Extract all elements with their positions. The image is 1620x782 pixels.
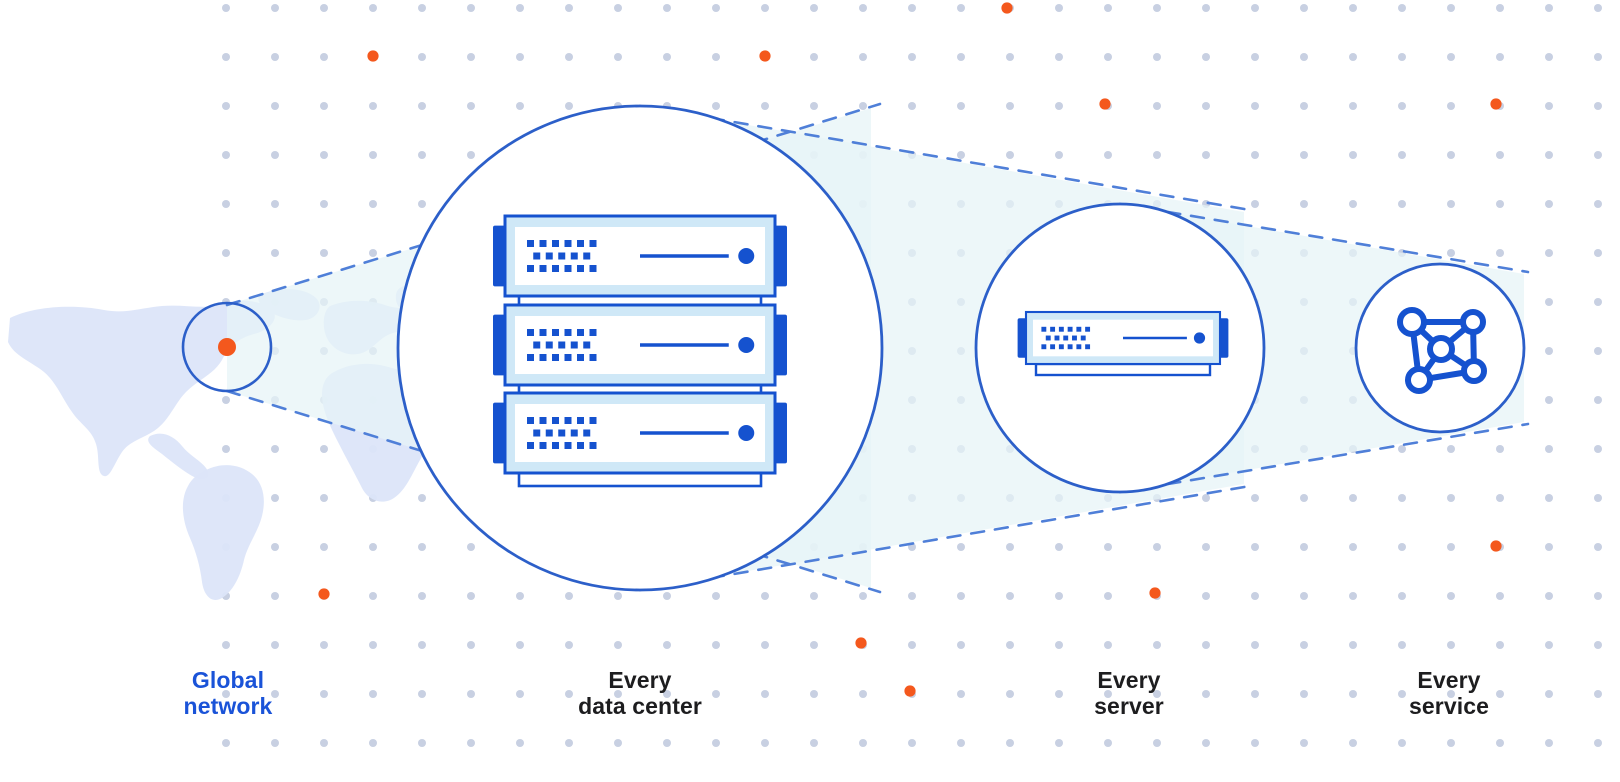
vent-cell — [545, 429, 553, 437]
vent-cell — [583, 341, 591, 349]
stage-label-every-data-center: Every data center — [578, 667, 702, 719]
rack-unit-1-indicator-dot — [738, 248, 755, 264]
vent-cell — [589, 417, 597, 424]
vent-cell — [545, 252, 553, 260]
vent-cell — [1076, 344, 1082, 350]
vent-cell — [527, 240, 534, 247]
vent-cell — [539, 265, 547, 272]
vent-cell — [527, 417, 534, 424]
vent-cell — [558, 429, 566, 437]
network-node-bottom-left — [1405, 366, 1433, 394]
vent-cell — [1054, 335, 1060, 341]
rack-unit-3-indicator-dot — [738, 425, 755, 441]
vent-cell — [564, 442, 572, 449]
vent-cell — [589, 442, 597, 449]
vent-cell — [1067, 326, 1073, 332]
vent-cell — [564, 354, 572, 361]
vent-cell — [589, 329, 597, 336]
vent-cell — [527, 329, 534, 336]
map-region-lens — [181, 301, 273, 393]
vent-cell — [1058, 344, 1064, 350]
map-landmass-0 — [8, 300, 275, 477]
vent-cell — [545, 341, 553, 349]
vent-cell — [533, 429, 541, 437]
vent-cell — [1080, 335, 1086, 341]
vent-cell — [552, 240, 559, 247]
vent-cell — [589, 354, 597, 361]
vent-cell — [1058, 326, 1064, 332]
vent-cell — [564, 265, 572, 272]
dashed-connector-4 — [1118, 202, 1530, 274]
vent-cell — [552, 329, 559, 336]
vent-cell — [1085, 344, 1091, 350]
vent-cell — [577, 240, 584, 247]
vent-cell — [1085, 326, 1091, 332]
vent-cell — [1067, 344, 1073, 350]
vent-cell — [564, 417, 572, 424]
vent-cell — [1050, 326, 1056, 332]
single-server-side-tab-left — [1017, 318, 1028, 358]
vent-cell — [564, 329, 572, 336]
vent-cell — [564, 240, 572, 247]
single-server-indicator-dot — [1193, 332, 1206, 344]
dashed-connector-5 — [1118, 422, 1530, 494]
vent-cell — [570, 252, 578, 260]
vent-cell — [558, 252, 566, 260]
network-node-top-right — [1460, 309, 1486, 335]
vent-cell — [577, 442, 584, 449]
vent-cell — [1072, 335, 1077, 341]
vent-cell — [1045, 335, 1051, 341]
vent-cell — [577, 417, 584, 424]
stage-label-global-network: Global network — [183, 667, 273, 719]
vent-cell — [533, 341, 541, 349]
vent-cell — [1041, 344, 1047, 350]
single-server-icon — [1017, 310, 1229, 377]
stage-label-every-server: Every server — [1094, 667, 1164, 719]
stage-label-every-service: Every service — [1409, 667, 1489, 719]
vent-cell — [552, 417, 559, 424]
vent-cell — [539, 442, 547, 449]
single-server-rail — [1034, 362, 1212, 377]
vent-cell — [1063, 335, 1069, 341]
network-node-center — [1427, 335, 1455, 363]
vent-cell — [577, 329, 584, 336]
vent-cell — [589, 240, 597, 247]
vent-cell — [533, 252, 541, 260]
vent-cell — [583, 429, 591, 437]
vent-cell — [552, 265, 559, 272]
dashed-connector-3 — [638, 484, 1252, 592]
single-server-side-tab-right — [1218, 318, 1229, 358]
network-node-bottom-right — [1461, 358, 1487, 384]
vent-cell — [583, 252, 591, 260]
vent-cell — [539, 417, 547, 424]
rack-rail-2 — [517, 471, 763, 488]
vent-cell — [558, 341, 566, 349]
vent-cell — [570, 429, 578, 437]
vent-cell — [589, 265, 597, 272]
vent-cell — [539, 329, 547, 336]
vent-cell — [527, 354, 534, 361]
vent-cell — [1076, 326, 1082, 332]
vent-cell — [539, 354, 547, 361]
map-landmass-2 — [182, 465, 264, 601]
vent-cell — [552, 442, 559, 449]
vent-cell — [552, 354, 559, 361]
network-graph-icon — [1397, 307, 1487, 394]
vent-cell — [577, 354, 584, 361]
network-node-top-left — [1397, 307, 1427, 337]
vent-cell — [539, 240, 547, 247]
server-rack-icon — [493, 214, 787, 488]
vent-cell — [1050, 344, 1056, 350]
vent-cell — [1041, 326, 1047, 332]
rack-unit-2-indicator-dot — [738, 337, 755, 353]
vent-cell — [527, 442, 534, 449]
dashed-connector-2 — [638, 104, 1252, 212]
vent-cell — [577, 265, 584, 272]
region-marker-dot — [218, 338, 236, 356]
vent-cell — [527, 265, 534, 272]
map-landmass-1 — [148, 433, 209, 480]
vent-cell — [570, 341, 578, 349]
